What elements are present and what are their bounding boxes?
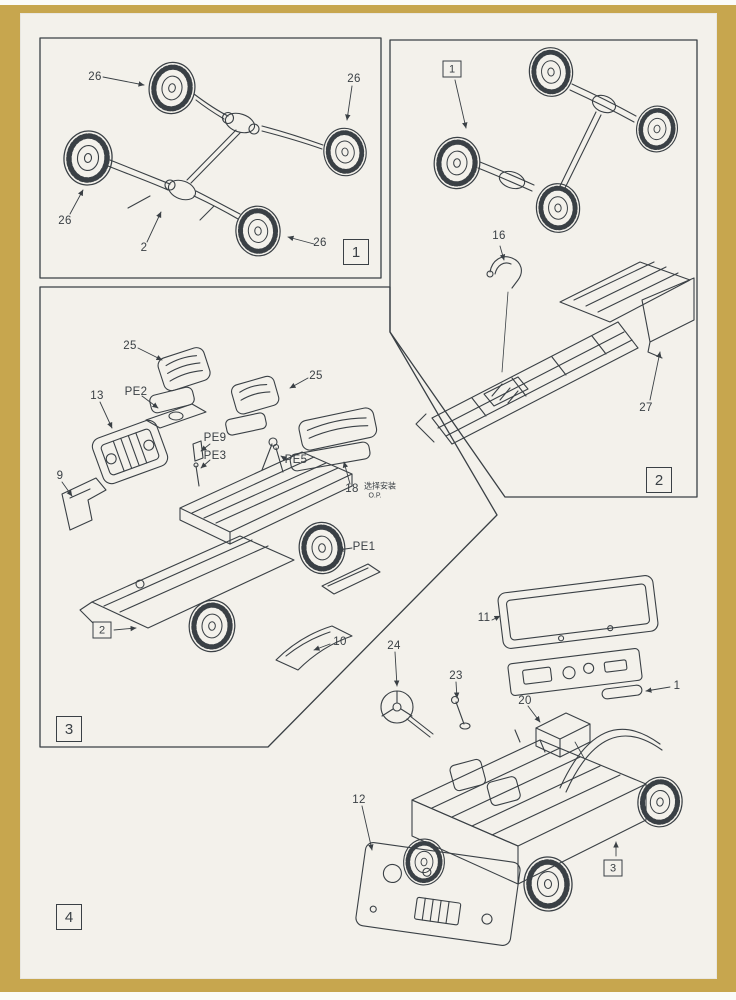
- step-3-box: 3: [56, 716, 82, 742]
- callout-pe5-lever: PE5: [284, 454, 308, 466]
- grab-handle-drawing: [601, 684, 643, 700]
- callout-1-grab-handle: 1: [673, 680, 681, 692]
- assembly-ref-2-box: 2: [92, 621, 112, 639]
- left-seat-drawing: [149, 347, 211, 414]
- assembly-ref-1-box: 1: [442, 60, 462, 78]
- panel2-border: [389, 39, 698, 498]
- grille-drawing: [91, 419, 169, 485]
- callout-13-grille: 13: [90, 390, 104, 402]
- callout-9-left-body-panel: 9: [56, 470, 64, 482]
- callout-pe2-plate: PE2: [124, 386, 148, 398]
- step-1-box: 1: [343, 239, 369, 265]
- callout-11-windshield: 11: [477, 612, 491, 624]
- left-body-panel-drawing: [61, 477, 107, 531]
- wheel-drawing: [234, 204, 282, 257]
- optional-install-note-cn: 选择安装: [364, 481, 396, 491]
- windshield-drawing: [497, 575, 659, 649]
- exhaust-pipe-drawing: [486, 256, 522, 373]
- assembly-ref-1: 1: [448, 63, 456, 75]
- dashboard-drawing: [507, 647, 643, 697]
- driveshaft-drawing: [186, 129, 241, 184]
- wheel-drawing: [535, 182, 581, 233]
- wheel-drawing: [321, 126, 369, 179]
- step3-drawing: [61, 347, 381, 671]
- callout-27-rear-panel: 27: [639, 402, 653, 414]
- step1-leader-lines: [69, 76, 353, 245]
- callout-20-storage-box: 20: [518, 695, 532, 707]
- callout-12-front-panel: 12: [352, 794, 366, 806]
- step3-leader-lines: [61, 347, 353, 651]
- wheel-drawing: [523, 856, 574, 912]
- callout-2-rear-axle: 2: [140, 242, 148, 254]
- step4-drawing: [355, 575, 685, 946]
- rear-axle-drawing: [107, 159, 241, 221]
- callout-pe1-wheel: PE1: [352, 541, 376, 553]
- jeep-body-drawing: [411, 728, 663, 885]
- lower-chassis-drawing: [79, 535, 295, 629]
- panel-borders: [39, 37, 698, 748]
- step-4-box: 4: [56, 904, 82, 930]
- front-panel-drawing: [355, 842, 521, 946]
- callout-pe9-bracket: PE9: [203, 432, 227, 444]
- wheel-drawing: [527, 46, 575, 99]
- steering-wheel-drawing: [380, 690, 434, 738]
- callout-pe3-rod: PE3: [203, 450, 227, 462]
- wheel-drawing: [61, 129, 114, 188]
- rear-panel-drawing: [641, 277, 695, 343]
- wheel-drawing: [145, 59, 199, 117]
- step-1-number: 1: [351, 243, 361, 261]
- instruction-paper: [20, 13, 717, 979]
- callout-25-left-seat: 25: [123, 340, 137, 352]
- panel3-border: [39, 286, 498, 748]
- wheel-drawing: [634, 103, 681, 154]
- wheel-drawing: [297, 520, 347, 575]
- step2-drawing: [415, 46, 695, 445]
- callout-26-right-wheel: 26: [347, 73, 361, 85]
- step-2-box: 2: [646, 467, 672, 493]
- pe-parts-drawing: [145, 403, 284, 487]
- right-step-panel-drawing: [275, 625, 353, 671]
- callout-10-right-step-panel: 10: [333, 636, 347, 648]
- callout-24-steering-wheel: 24: [387, 640, 401, 652]
- panel1-border: [39, 37, 382, 279]
- side-frame-drawing: [321, 563, 381, 595]
- axles-drawing: [477, 83, 637, 192]
- right-seat-drawing: [225, 375, 280, 436]
- step-3-number: 3: [64, 720, 74, 738]
- cargo-bed-drawing: [559, 261, 695, 359]
- callout-16-exhaust-pipe: 16: [492, 230, 506, 242]
- callout-26-left-wheel: 26: [58, 215, 72, 227]
- roll-bar-drawing: [559, 728, 661, 789]
- chassis-frame-drawing: [415, 321, 639, 445]
- optional-install-note-en: O.P.: [368, 492, 382, 500]
- callout-25-right-seat: 25: [309, 370, 323, 382]
- wheel-drawing: [187, 599, 236, 653]
- front-axle-drawing: [193, 93, 324, 150]
- step-2-number: 2: [654, 471, 664, 489]
- gear-lever-drawing: [450, 695, 471, 730]
- assembly-ref-2: 2: [98, 624, 106, 636]
- step2-leader-lines: [454, 79, 662, 401]
- callout-26-top-wheel: 26: [88, 71, 102, 83]
- callout-23-gear-lever: 23: [449, 670, 463, 682]
- callout-18-rear-bench: 18: [345, 483, 359, 495]
- wheel-drawing: [402, 838, 445, 886]
- step4-leader-lines: [361, 615, 671, 857]
- callout-26-bottom-wheel: 26: [313, 237, 327, 249]
- wheel-drawing: [432, 135, 482, 190]
- assembly-ref-3-box: 3: [603, 859, 623, 877]
- floor-tub-drawing: [179, 437, 353, 545]
- step-4-number: 4: [64, 908, 74, 926]
- step1-drawing: [61, 59, 369, 258]
- assembly-ref-3: 3: [609, 862, 617, 874]
